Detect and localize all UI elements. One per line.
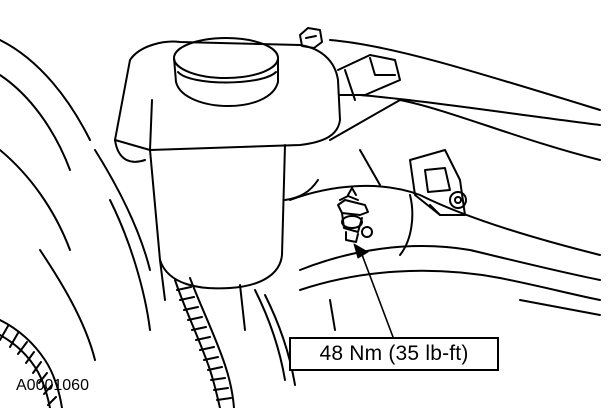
sensor-fitting <box>337 187 373 243</box>
side-bracket <box>409 149 467 216</box>
figure-id-label: A0001060 <box>16 377 89 394</box>
body-panel <box>289 39 601 331</box>
torque-spec-callout: 48 Nm (35 lb-ft) <box>289 337 499 371</box>
wiring-harness <box>0 277 296 408</box>
reservoir-cap <box>173 37 279 107</box>
leader-arrow <box>353 243 394 338</box>
fender-lines <box>0 39 151 361</box>
reservoir <box>114 40 341 331</box>
top-fastener <box>299 27 323 49</box>
upper-bracket <box>337 54 401 101</box>
